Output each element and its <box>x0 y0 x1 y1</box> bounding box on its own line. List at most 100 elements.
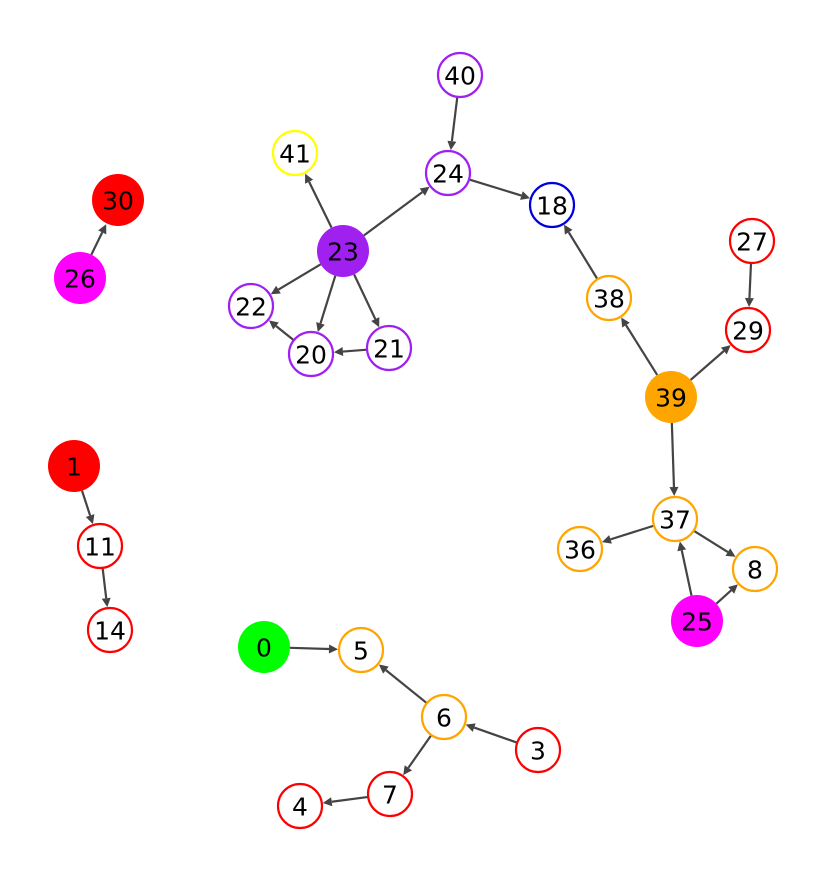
node-30: 30 <box>92 174 144 226</box>
node-label: 8 <box>747 556 763 585</box>
node-6: 6 <box>420 693 468 741</box>
node-4: 4 <box>276 782 324 830</box>
node-circle <box>287 330 335 378</box>
edge-line <box>275 325 295 342</box>
node-26: 26 <box>54 252 106 304</box>
edge-line <box>407 734 433 769</box>
edge-line <box>680 550 693 596</box>
edge-line <box>308 181 333 229</box>
node-label: 25 <box>681 608 713 637</box>
arrowhead-icon <box>305 173 314 184</box>
edge-line <box>625 324 659 376</box>
arrowhead-icon <box>98 224 107 235</box>
node-circle <box>238 621 290 673</box>
arrowhead-icon <box>669 486 679 497</box>
arrowhead-icon <box>419 186 430 196</box>
edge-3-to-6 <box>465 723 518 744</box>
edge-7-to-4 <box>322 795 369 807</box>
node-38: 38 <box>585 274 633 322</box>
node-14: 14 <box>86 606 134 654</box>
node-label: 14 <box>94 617 126 646</box>
edge-39-to-38 <box>621 317 659 376</box>
arrowhead-icon <box>520 191 531 200</box>
arrowhead-icon <box>328 644 339 654</box>
edge-39-to-37 <box>669 422 679 497</box>
node-circle <box>337 626 385 674</box>
node-label: 20 <box>295 341 327 370</box>
node-label: 36 <box>564 536 596 565</box>
node-label: 23 <box>327 238 359 267</box>
node-41: 41 <box>271 129 319 177</box>
node-circle <box>671 595 723 647</box>
edge-23-to-41 <box>305 173 333 229</box>
arrowhead-icon <box>677 541 687 552</box>
arrowhead-icon <box>601 535 612 544</box>
edge-line <box>473 726 518 744</box>
edge-40-to-24 <box>447 96 459 151</box>
edge-11-to-14 <box>101 567 111 608</box>
node-label: 21 <box>373 335 405 364</box>
edge-line <box>468 178 522 197</box>
node-circle <box>556 525 604 573</box>
node-label: 0 <box>256 634 272 663</box>
edge-23-to-20 <box>316 275 337 333</box>
edge-6-to-7 <box>403 734 433 776</box>
node-circle <box>86 606 134 654</box>
edge-line <box>342 348 368 353</box>
node-40: 40 <box>436 51 484 99</box>
edge-37-to-36 <box>601 524 655 544</box>
node-label: 41 <box>279 140 311 169</box>
arrowhead-icon <box>720 345 731 355</box>
node-37: 37 <box>651 495 699 543</box>
arrowhead-icon <box>85 514 95 525</box>
edge-38-to-18 <box>564 224 599 280</box>
node-3: 3 <box>514 726 562 774</box>
edge-20-to-22 <box>268 320 295 342</box>
node-label: 39 <box>655 384 687 413</box>
edge-line <box>385 669 428 705</box>
node-circle <box>54 252 106 304</box>
node-36: 36 <box>556 525 604 573</box>
node-39: 39 <box>645 371 697 423</box>
arrowhead-icon <box>621 317 630 328</box>
node-label: 24 <box>432 160 464 189</box>
node-20: 20 <box>287 330 335 378</box>
edge-6-to-5 <box>378 664 428 705</box>
node-8: 8 <box>731 545 779 593</box>
edge-27-to-29 <box>744 262 754 308</box>
edge-line <box>693 529 729 553</box>
edge-line <box>277 263 322 291</box>
arrowhead-icon <box>268 320 279 330</box>
node-circle <box>420 693 468 741</box>
node-label: 18 <box>536 192 568 221</box>
node-23: 23 <box>317 225 369 277</box>
edge-line <box>353 274 377 320</box>
node-label: 30 <box>102 187 134 216</box>
node-circle <box>76 522 124 570</box>
edge-line <box>80 490 92 516</box>
arrowhead-icon <box>564 224 573 235</box>
node-circle <box>651 495 699 543</box>
edge-line <box>715 589 732 605</box>
node-circle <box>317 225 369 277</box>
node-label: 26 <box>64 265 96 294</box>
edge-26-to-30 <box>90 224 107 256</box>
node-label: 38 <box>593 285 625 314</box>
arrowhead-icon <box>403 765 413 776</box>
node-circle <box>731 545 779 593</box>
arrowhead-icon <box>744 297 754 308</box>
edge-line <box>450 96 459 142</box>
node-circle <box>724 306 772 354</box>
node-circle <box>585 274 633 322</box>
arrowhead-icon <box>371 317 380 328</box>
edge-21-to-20 <box>333 347 368 357</box>
node-label: 22 <box>235 293 267 322</box>
edge-23-to-24 <box>363 186 430 237</box>
arrowhead-icon <box>465 723 476 732</box>
node-circle <box>365 324 413 372</box>
arrowhead-icon <box>333 347 344 357</box>
node-label: 4 <box>292 793 308 822</box>
node-label: 27 <box>736 228 768 257</box>
edge-line <box>289 646 330 651</box>
